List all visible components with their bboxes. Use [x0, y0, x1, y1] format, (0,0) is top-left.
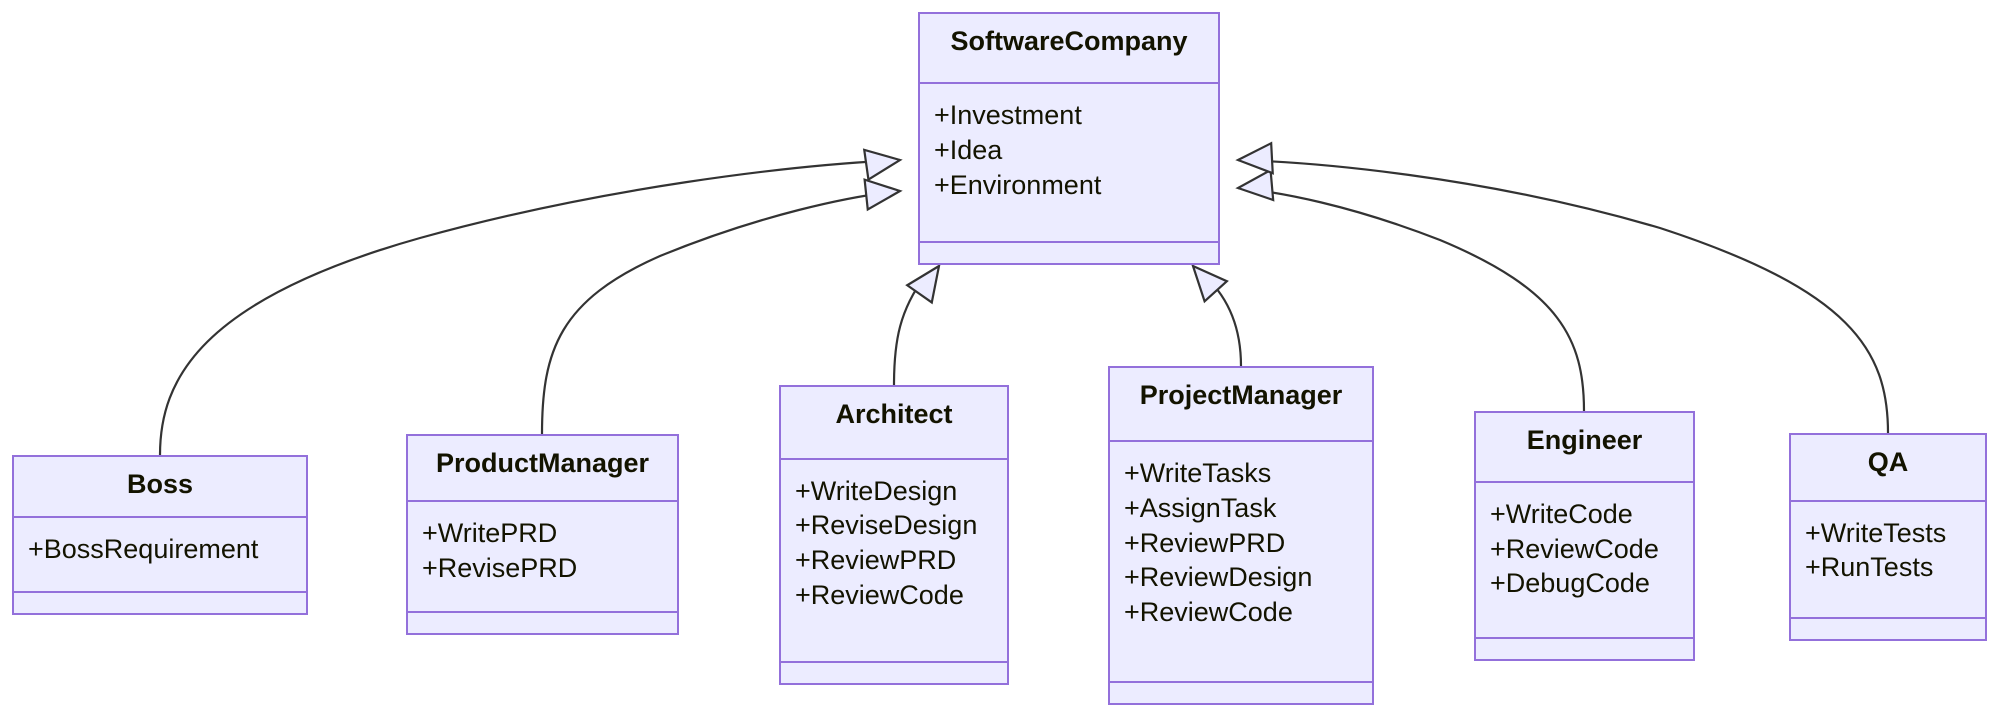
uml-attribute: +Idea — [934, 135, 1003, 165]
uml-attribute: +WriteCode — [1490, 499, 1633, 530]
uml-attribute: +WriteDesign — [795, 475, 958, 506]
uml-class-attributes: +WritePRD+RevisePRD — [408, 502, 677, 613]
uml-class-attributes: +WriteCode+ReviewCode +DebugCode — [1476, 483, 1693, 639]
uml-class-boss[interactable]: Boss +BossRequirement — [12, 455, 308, 615]
uml-class-architect[interactable]: Architect +WriteDesign +ReviseDesign +Revie… — [779, 385, 1009, 685]
uml-attribute: +WriteTests — [1805, 517, 1947, 548]
uml-attribute: +ReviewCode — [1124, 596, 1293, 627]
uml-class-attributes: +WriteDesign +ReviseDesign +ReviewPRD +Revi… — [781, 460, 1007, 663]
uml-attribute: +Investment — [934, 100, 1082, 131]
uml-class-title: ProductManager — [408, 436, 677, 503]
uml-class-methods — [781, 663, 1007, 683]
uml-class-product-manager[interactable]: ProductManager+WritePRD+RevisePRD — [406, 434, 679, 635]
uml-class-engineer[interactable]: Engineer +WriteCode+ReviewCode +DebugCode — [1474, 411, 1695, 661]
uml-class-title: SoftwareCompany — [920, 14, 1218, 85]
uml-class-attributes: +BossRequirement — [14, 518, 306, 593]
uml-attribute: +ReviewCode — [795, 579, 964, 610]
generalization-arrowhead-icon — [1235, 168, 1275, 202]
uml-class-title: Boss — [14, 457, 306, 518]
generalization-arrowhead-icon — [862, 148, 903, 182]
uml-attribute: +Environment — [934, 169, 1102, 200]
uml-attribute: +BossRequirement — [28, 533, 259, 564]
uml-class-title: Architect — [781, 387, 1007, 460]
uml-class-methods — [14, 593, 306, 613]
uml-attribute: +ReviewCode — [1490, 533, 1659, 564]
uml-attribute: +ReviewPRD — [1124, 527, 1286, 558]
uml-class-title: ProjectManager — [1110, 368, 1372, 443]
uml-class-qa[interactable]: QA +WriteTests +RunTests — [1789, 433, 1987, 641]
uml-class-attributes: +WriteTasks+AssignTask +ReviewPRD +ReviewD… — [1110, 442, 1372, 683]
uml-class-software-company[interactable]: SoftwareCompany +Investment +Idea +Environm… — [918, 12, 1220, 265]
uml-attribute: +ReviewPRD — [795, 545, 957, 575]
uml-attribute: +DebugCode — [1490, 568, 1650, 599]
uml-class-methods — [1110, 683, 1372, 703]
uml-class-attributes: +WriteTests +RunTests — [1791, 502, 1985, 619]
uml-edge-line — [1205, 276, 1243, 367]
uml-edge-projectmanager-to-company — [1191, 263, 1243, 367]
uml-class-title: QA — [1791, 435, 1985, 502]
uml-attribute: +AssignTask — [1124, 492, 1277, 523]
uml-attribute: +ReviseDesign — [795, 510, 978, 541]
uml-attribute: +RevisePRD — [422, 552, 578, 583]
generalization-arrowhead-icon — [863, 178, 903, 212]
uml-edge-architect-to-company — [892, 263, 941, 386]
uml-class-methods — [1791, 619, 1985, 639]
uml-class-title: Engineer — [1476, 413, 1693, 484]
uml-class-methods — [1476, 639, 1693, 659]
uml-class-project-manager[interactable]: ProjectManager +WriteTasks+AssignTask +Rev… — [1108, 366, 1374, 705]
uml-attribute: +WritePRD — [422, 518, 558, 549]
uml-attribute: +WriteTasks — [1124, 458, 1272, 489]
uml-attribute: +ReviewDesign — [1124, 562, 1313, 593]
uml-class-methods — [920, 243, 1218, 263]
uml-class-methods — [408, 613, 677, 633]
generalization-arrowhead-icon — [1235, 141, 1274, 175]
uml-edge-line — [892, 275, 926, 386]
uml-class-attributes: +Investment +Idea +Environment — [920, 84, 1218, 243]
uml-attribute: +RunTests — [1805, 552, 1934, 583]
